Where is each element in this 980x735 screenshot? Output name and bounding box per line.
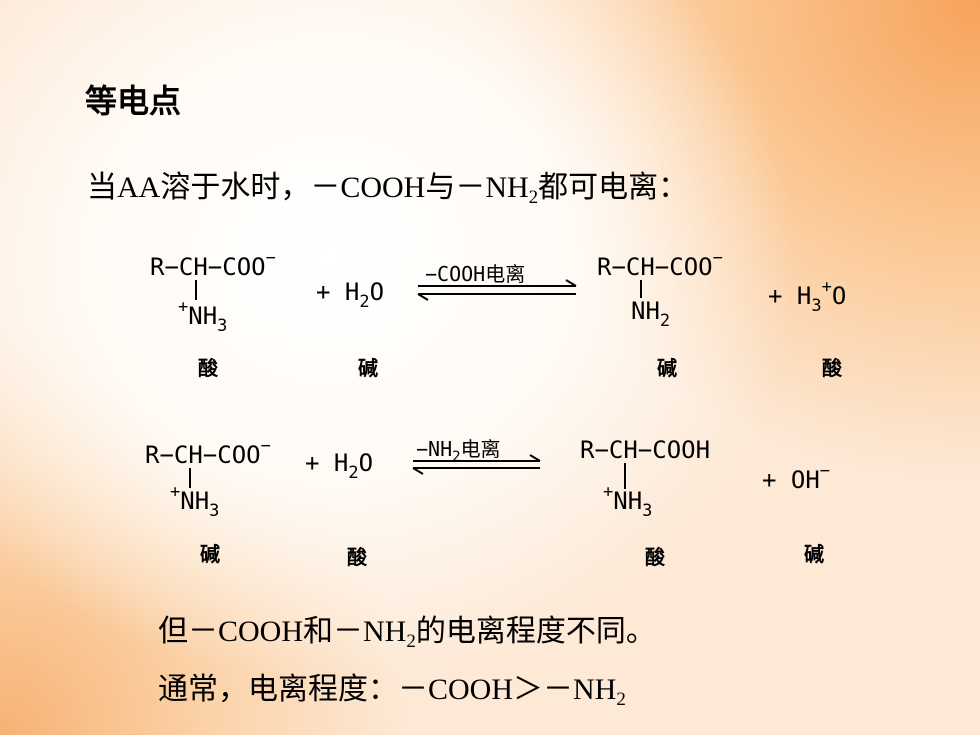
r2-product-amine: +NH3 [603,482,653,521]
r1-water: + H2O [316,278,385,312]
intro-text: 当AA溶于水时，－COOH与－NH2都可电离： [87,171,689,208]
r1-reactant-chain: R−CH−COO− [150,248,276,281]
r2-label-4: 碱 [804,542,824,566]
r1-label-3: 碱 [657,356,677,380]
r2-reactant-amine: +NH3 [170,482,220,521]
r2-reactant-chain: R−CH−COO− [145,436,271,469]
r2-label-2: 酸 [347,545,367,569]
slide-title: 等电点 [85,82,182,120]
r2-hydroxide: + OH− [762,461,831,494]
r2-product-chain: R−CH−COOH [580,436,711,464]
r1-condition: −COOH电离 [425,262,526,286]
note-line-1: 但－COOH和－NH2的电离程度不同。 [158,615,656,652]
r2-label-1: 碱 [200,542,220,566]
r1-product-chain: R−CH−COO− [597,248,723,281]
r1-label-4: 酸 [822,356,842,380]
r2-label-3: 酸 [645,545,665,569]
r2-water: + H2O [305,449,374,483]
r2-equilibrium-arrow [412,454,541,475]
r1-equilibrium-arrow [417,279,577,301]
note-line-2: 通常，电离程度：－COOH＞－NH2 [158,673,626,710]
r1-hydronium: + H3+O [768,277,847,316]
r1-label-2: 碱 [358,356,378,380]
r1-product-amine: NH2 [631,297,671,331]
r1-label-1: 酸 [198,356,218,380]
r1-reactant-amine: +NH3 [178,297,228,336]
r2-condition: −NH2电离 [416,437,501,465]
